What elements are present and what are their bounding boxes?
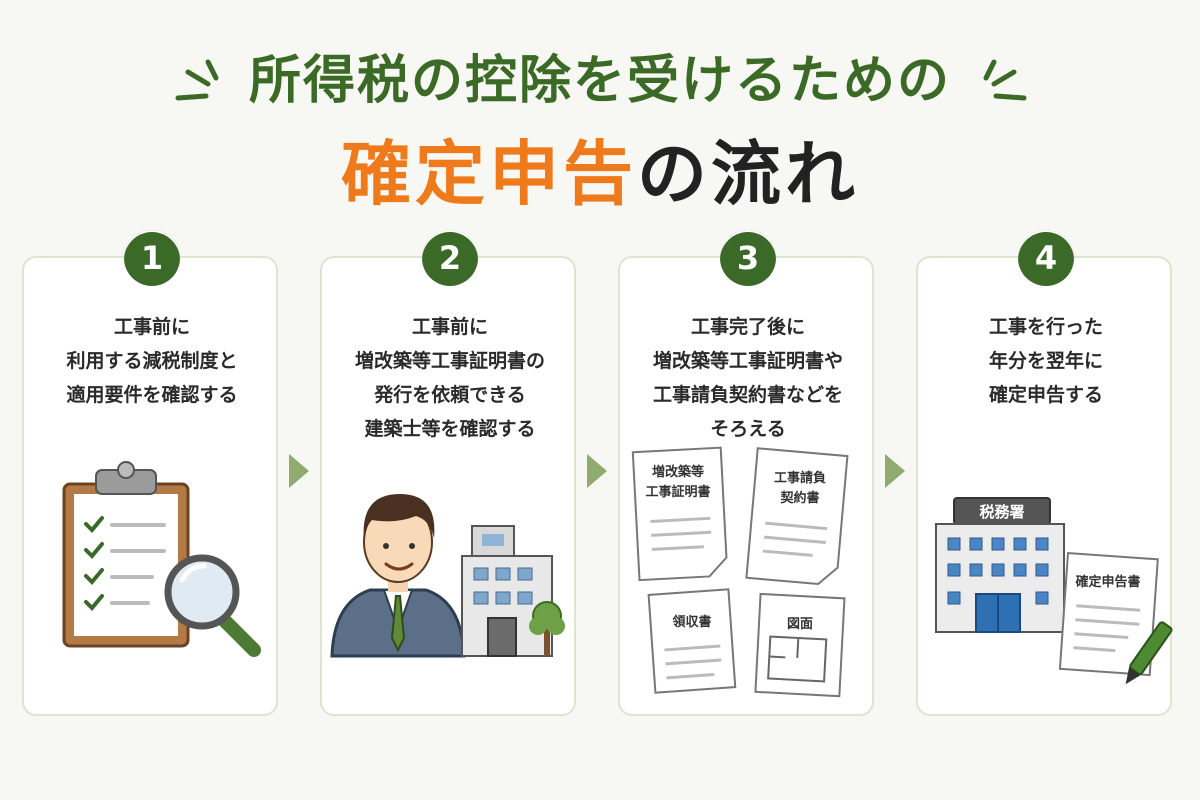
document-icon: 増改築等 工事証明書 工事請負 契約書 領収書 図面 bbox=[631, 446, 849, 698]
step-number-badge: 4 bbox=[1018, 230, 1074, 286]
step-card-4: 工事を行った 年分を翌年に 確定申告する 税務署 確定申告書 4 bbox=[916, 230, 1174, 716]
tax-office-icon: 税務署 bbox=[935, 497, 1065, 633]
step-line: 建築士等を確認する bbox=[364, 418, 536, 440]
tree-icon bbox=[529, 601, 565, 656]
page-subtitle: 確定申告の流れ bbox=[0, 118, 1200, 219]
office-sign: 税務署 bbox=[979, 503, 1024, 521]
step-number: 4 bbox=[1034, 239, 1058, 277]
step-card-2: 工事前に 増改築等工事証明書の 発行を依頼できる 建築士等を確認する 2 bbox=[320, 230, 578, 716]
doc-label-2: 工事請負 bbox=[774, 470, 826, 486]
title-accent: 確定申告 bbox=[341, 133, 637, 215]
doc-label-1: 増改築等 bbox=[652, 464, 704, 480]
step-line: 増改築等工事証明書の bbox=[354, 350, 545, 372]
doc-label-3: 領収書 bbox=[672, 614, 711, 630]
step-line: 工事完了後に bbox=[690, 316, 805, 338]
step-line: 年分を翌年に bbox=[988, 350, 1103, 372]
step-line: 増改築等工事証明書や bbox=[652, 350, 843, 372]
document-icon: 確定申告書 bbox=[1058, 551, 1159, 677]
pen-icon bbox=[1125, 621, 1173, 685]
sparkle-icon bbox=[983, 59, 1027, 101]
step-line: 工事前に bbox=[113, 316, 190, 338]
doc-label-1b: 工事証明書 bbox=[645, 484, 710, 500]
step-number: 3 bbox=[736, 239, 760, 277]
step-number-badge: 3 bbox=[720, 230, 776, 286]
step-text: 工事完了後に 増改築等工事証明書や 工事請負契約書などを そろえる bbox=[620, 310, 876, 446]
step-number: 2 bbox=[438, 239, 462, 277]
businessman-icon bbox=[330, 494, 466, 658]
step-number: 1 bbox=[140, 239, 164, 277]
arrow-right-icon bbox=[587, 454, 607, 488]
title-rest: の流れ bbox=[637, 133, 859, 215]
step-card-1: 工事前に 利用する減税制度と 適用要件を確認する 1 bbox=[22, 230, 280, 716]
doc-label-4: 図面 bbox=[787, 617, 813, 632]
step-line: 工事を行った bbox=[988, 316, 1103, 338]
step-line: 適用要件を確認する bbox=[66, 384, 238, 406]
sparkle-icon bbox=[175, 59, 219, 101]
magnifier-icon bbox=[164, 554, 261, 657]
title-area: 所得税の控除を受けるための 確定申告の流れ bbox=[0, 0, 1200, 220]
step-text: 工事を行った 年分を翌年に 確定申告する bbox=[918, 310, 1174, 412]
step-number-badge: 2 bbox=[422, 230, 478, 286]
step-number-badge: 1 bbox=[124, 230, 180, 286]
page-title: 所得税の控除を受けるための bbox=[248, 51, 951, 111]
arrow-right-icon bbox=[289, 454, 309, 488]
step-card-3: 工事完了後に 増改築等工事証明書や 工事請負契約書などを そろえる 増改築等 工… bbox=[618, 230, 876, 716]
step-text: 工事前に 増改築等工事証明書の 発行を依頼できる 建築士等を確認する bbox=[322, 310, 578, 446]
step-line: 工事請負契約書などを bbox=[652, 384, 843, 406]
step-line: 利用する減税制度と bbox=[66, 350, 238, 372]
arrow-right-icon bbox=[885, 454, 905, 488]
step-line: 工事前に bbox=[411, 316, 488, 338]
step-line: 確定申告する bbox=[988, 384, 1103, 406]
step-line: そろえる bbox=[710, 418, 786, 440]
clipboard-icon bbox=[62, 461, 190, 648]
step-line: 発行を依頼できる bbox=[374, 384, 526, 406]
form-label: 確定申告書 bbox=[1075, 574, 1140, 590]
building-icon bbox=[461, 525, 553, 657]
step-text: 工事前に 利用する減税制度と 適用要件を確認する bbox=[24, 310, 280, 412]
doc-label-2b: 契約書 bbox=[779, 490, 819, 506]
